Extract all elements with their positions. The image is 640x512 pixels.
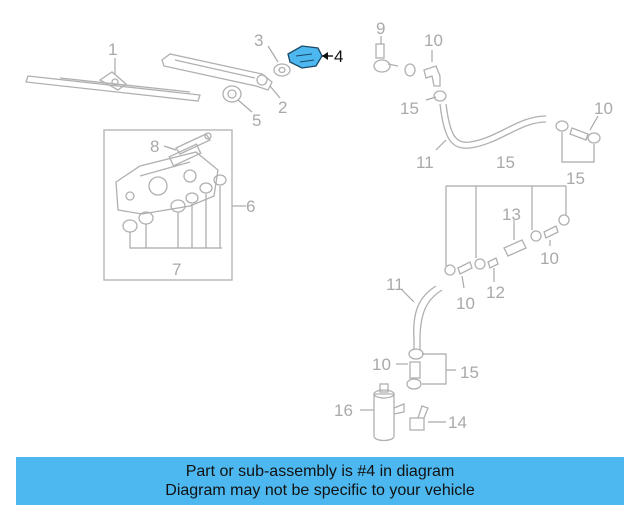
- callout-10a: 10: [424, 31, 443, 50]
- callout-13: 13: [502, 205, 521, 224]
- callout-11a: 11: [416, 153, 434, 172]
- washer-hose-upper-part: [439, 103, 547, 149]
- callout-10c: 10: [456, 294, 475, 313]
- callout-16: 16: [334, 401, 353, 420]
- callout-10b: 10: [594, 99, 613, 118]
- wiper-arm-part: [161, 53, 273, 91]
- motor-grommets-part: [122, 174, 227, 233]
- wiper-motor-part: [115, 143, 219, 215]
- right-hose-joint-part: [555, 120, 601, 144]
- callout-6: 6: [246, 197, 255, 216]
- motor-shaft-part: [175, 132, 212, 155]
- check-valve-part: [373, 43, 399, 73]
- nut-part: [273, 63, 291, 77]
- callout-8: 8: [150, 137, 159, 156]
- callout-2: 2: [278, 98, 287, 117]
- joint-fittings-part: [444, 214, 570, 276]
- banner-disclaimer-line: Diagram may not be specific to your vehi…: [165, 482, 475, 499]
- callout-10e: 10: [372, 355, 391, 374]
- washer-pump-part: [373, 383, 405, 442]
- callout-10d: 10: [540, 249, 559, 268]
- lower-connector-part: [406, 348, 424, 390]
- callout-15d: 15: [460, 363, 479, 382]
- callout-15a: 15: [400, 99, 419, 118]
- info-banner: Part or sub-assembly is #4 in diagram Di…: [16, 457, 624, 505]
- callout-4: 4: [334, 47, 343, 66]
- wiper-arm-cap-highlighted: [287, 45, 323, 69]
- callout-15c: 15: [496, 153, 515, 172]
- wiper-blade-part: [25, 71, 201, 102]
- callout-5: 5: [252, 111, 261, 130]
- callout-1: 1: [108, 40, 117, 59]
- callout-9: 9: [376, 19, 385, 38]
- callout-14: 14: [448, 413, 467, 432]
- elbow-hose-part: [423, 65, 441, 87]
- callout-7: 7: [172, 260, 181, 279]
- callout-15b: 15: [566, 169, 585, 188]
- washer-hose-lower-part: [413, 285, 437, 350]
- washer-nozzle-part: [409, 405, 429, 431]
- banner-part-line: Part or sub-assembly is #4 in diagram: [185, 463, 455, 480]
- grommet-part: [222, 85, 242, 103]
- callout-11b: 11: [386, 275, 404, 294]
- callout-3: 3: [254, 31, 263, 50]
- callout-12: 12: [486, 283, 505, 302]
- hose-clip-part: [404, 63, 447, 102]
